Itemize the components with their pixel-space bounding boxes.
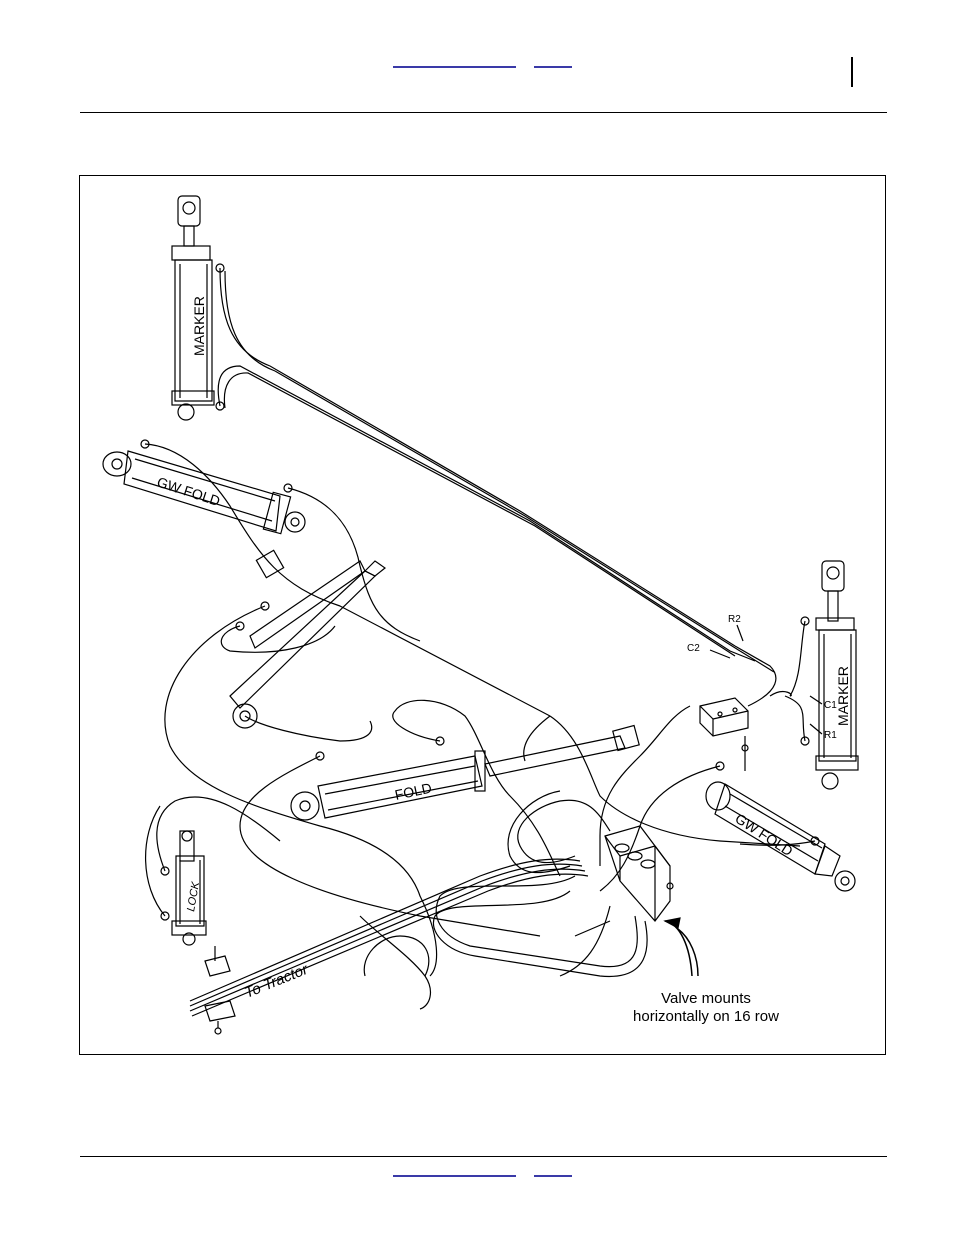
hose-lock	[146, 797, 280, 916]
label-valve-note-line1: Valve mounts	[661, 990, 751, 1007]
hose-marker-lines	[218, 268, 755, 661]
pivot-assembly	[230, 550, 385, 728]
label-r1: R1	[824, 730, 837, 741]
hose-marker-right	[785, 621, 805, 741]
gw-fold-cylinder-right	[706, 762, 855, 891]
header-page-bar	[851, 57, 853, 87]
mount-bracket	[205, 946, 235, 1034]
label-marker-left: MARKER	[191, 296, 207, 356]
header-link-2[interactable]	[534, 66, 572, 68]
fold-cylinder	[291, 725, 639, 820]
hose-valve-loops	[433, 791, 647, 976]
label-marker-right: MARKER	[835, 666, 851, 726]
footer-rule	[80, 1156, 887, 1157]
valve-block	[575, 826, 673, 936]
header-link-1[interactable]	[393, 66, 516, 68]
label-to-tractor: To Tractor	[242, 961, 311, 1002]
label-gw-fold-right: GW FOLD	[732, 810, 796, 859]
label-r2: R2	[728, 614, 741, 625]
label-c2: C2	[687, 643, 700, 654]
footer-link-1[interactable]	[393, 1175, 516, 1177]
header-rule	[80, 112, 887, 113]
hydraulic-diagram: MARKER MARKER GW FOLD GW FOLD FOLD LOCK …	[80, 176, 887, 1056]
manifold-block	[700, 646, 791, 771]
hydraulic-diagram-frame: MARKER MARKER GW FOLD GW FOLD FOLD LOCK …	[79, 175, 886, 1055]
label-valve-note-line2: horizontally on 16 row	[633, 1008, 779, 1025]
label-c1: C1	[824, 700, 837, 711]
gw-fold-cylinder-left	[103, 440, 305, 534]
footer-link-2[interactable]	[534, 1175, 572, 1177]
valve-pointer-arrow	[665, 918, 698, 976]
hose-gw-fold-left	[145, 444, 800, 846]
